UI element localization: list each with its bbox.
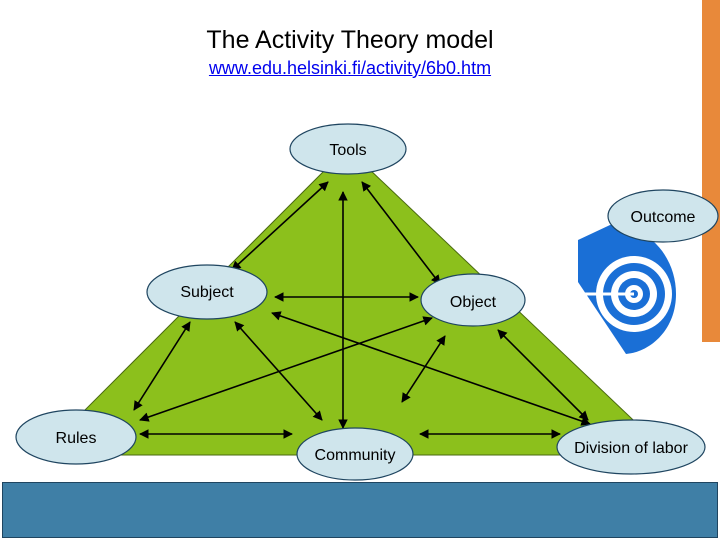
node-subject: Subject [146, 264, 268, 320]
node-rules: Rules [15, 409, 137, 465]
node-outcome: Outcome [607, 189, 719, 243]
node-community: Community [296, 427, 414, 481]
arrow-tools-subject [231, 181, 329, 271]
arrow-tools-object [361, 181, 441, 285]
accent-bar [702, 0, 720, 342]
node-division-label: Division of labor [574, 440, 689, 457]
node-community-label: Community [315, 447, 396, 464]
arrows [133, 181, 591, 439]
arrow-object-community [401, 335, 446, 403]
node-tools: Tools [289, 123, 407, 175]
node-outcome-label: Outcome [631, 209, 696, 226]
node-tools-label: Tools [329, 142, 366, 159]
node-rules-label: Rules [56, 430, 97, 447]
target-with-arrow-icon [560, 225, 676, 354]
arrow-object-rules [139, 316, 433, 422]
node-object-label: Object [450, 294, 497, 311]
source-link[interactable]: www.edu.helsinki.fi/activity/6b0.htm [208, 58, 492, 78]
footer-band [2, 482, 718, 538]
arrow-object-division [497, 329, 589, 421]
node-object: Object [420, 273, 526, 327]
node-division-of-labor: Division of labor [556, 419, 706, 475]
page-title: The Activity Theory model [206, 26, 494, 54]
node-subject-label: Subject [180, 284, 234, 301]
